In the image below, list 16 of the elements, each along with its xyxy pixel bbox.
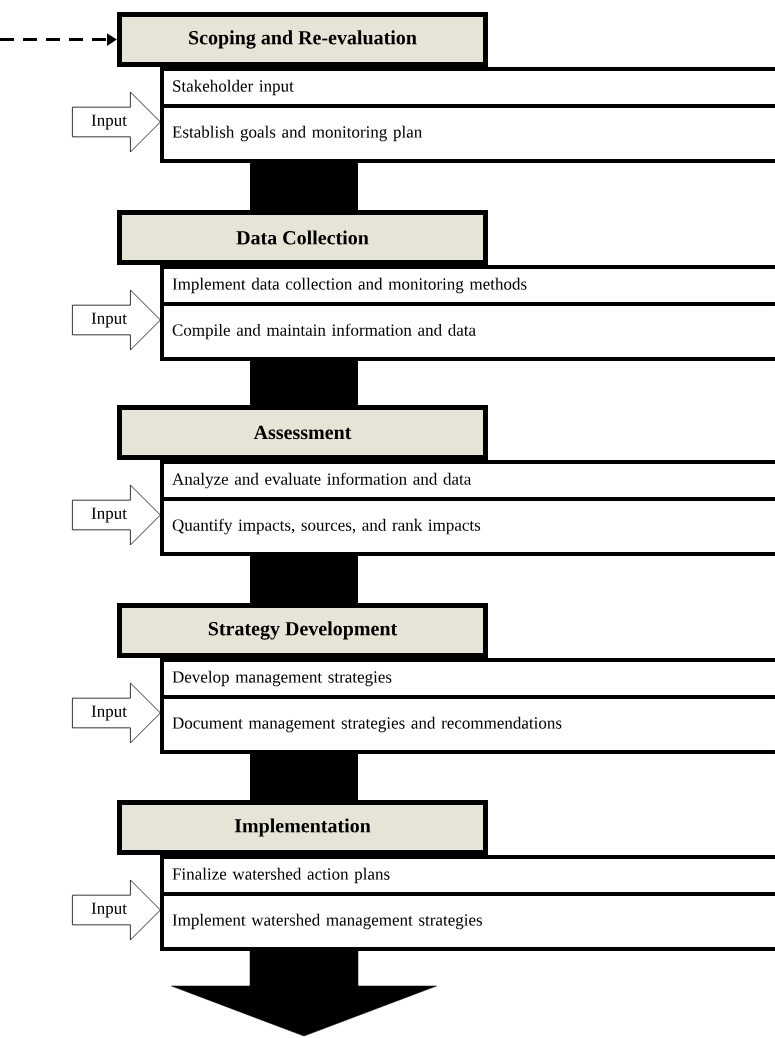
task-box: Establish goals and monitoring plan [160, 104, 775, 163]
task-box: Stakeholder input [160, 67, 775, 108]
task-box: Finalize watershed action plans [160, 855, 775, 896]
arrow [171, 950, 437, 1037]
task-box: Quantify impacts, sources, and rank impacts [160, 497, 775, 556]
task-box: Develop management strategies [160, 658, 775, 699]
stage-header-box: Strategy Development [117, 603, 488, 658]
task-box: Document management strategies and recommendations [160, 695, 775, 754]
stage-header-box: Data Collection [117, 210, 488, 265]
stage-header-box: Implementation [117, 800, 488, 855]
task-box: Implement data collection and monitoring methods [160, 265, 775, 306]
stage-header-box: Assessment [117, 405, 488, 460]
task-box: Implement watershed management strategies [160, 892, 775, 951]
task-box: Compile and maintain information and data [160, 302, 775, 361]
task-box: Analyze and evaluate information and data [160, 460, 775, 501]
stage-header-box: Scoping and Re-evaluation [117, 12, 488, 67]
